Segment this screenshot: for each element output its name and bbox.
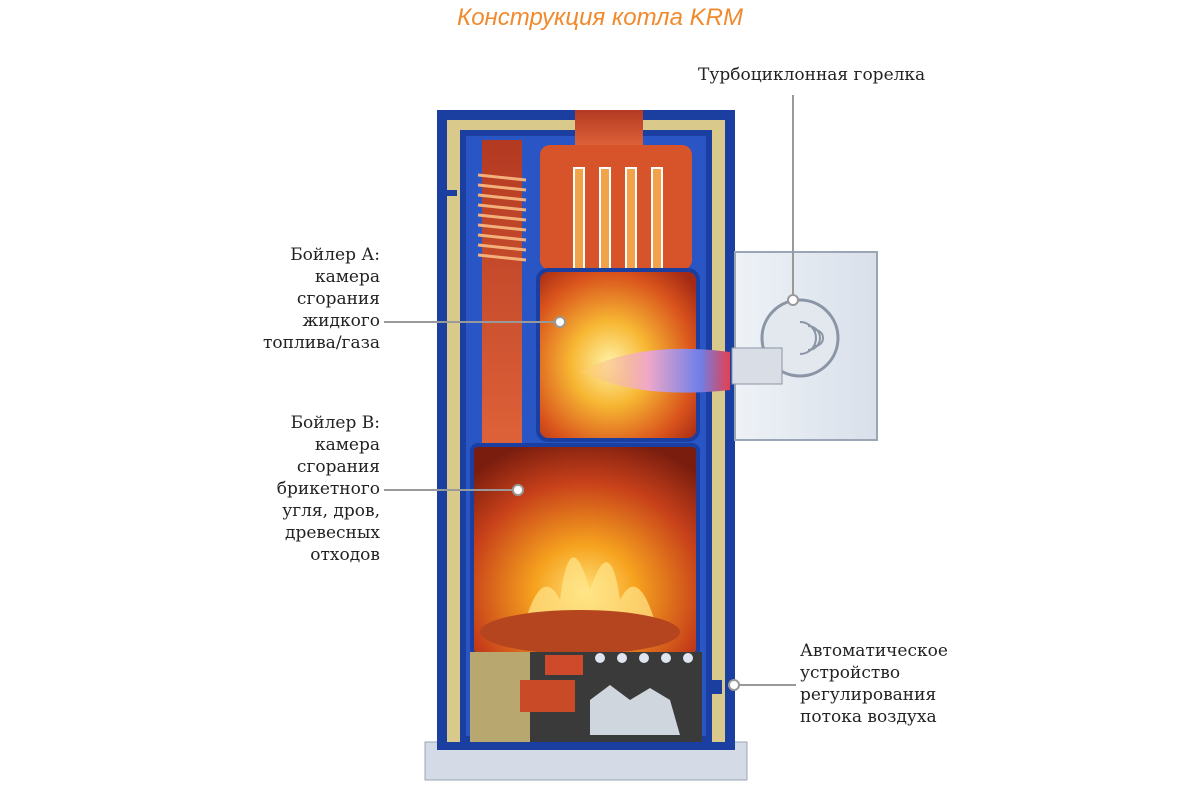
- flue-riser: [482, 140, 522, 460]
- convection-chamber: [540, 145, 692, 270]
- heat-exchanger-tubes: [573, 167, 663, 281]
- coil: [477, 173, 527, 262]
- label-burner: Турбоциклонная горелка: [698, 65, 926, 85]
- air-control-device: [712, 680, 722, 694]
- burner-flame: [580, 348, 730, 393]
- label-boiler-b: Бойлер В: камера сгорания брикетного угл…: [276, 413, 380, 565]
- air-nozzles: [595, 653, 693, 663]
- flue-outlet: [575, 110, 643, 148]
- label-boiler-a: Бойлер А: камера сгорания жидкого топлив…: [263, 245, 380, 353]
- diagram-title: Конструкция котла KRM: [457, 4, 743, 31]
- label-air-control: Автоматическое устройство регулирования …: [800, 641, 948, 727]
